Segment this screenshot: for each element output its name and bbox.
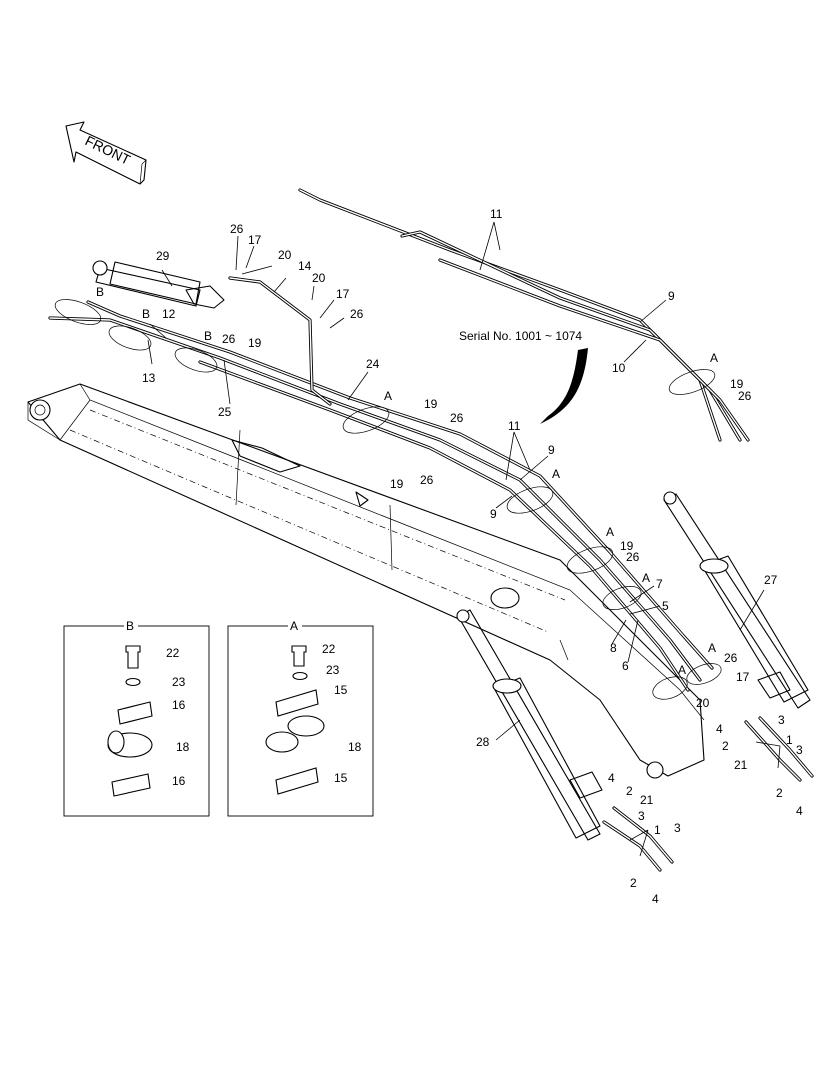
callout-26: 26 (350, 307, 364, 321)
callout-17: 17 (248, 233, 262, 247)
callout-9: 9 (548, 443, 555, 457)
callout-19: 19 (390, 477, 404, 491)
callout-14: 14 (298, 259, 312, 273)
detail-b-part-1: 22 (166, 646, 180, 660)
callout-24: 24 (366, 357, 380, 371)
detail-b-title: B (126, 619, 134, 633)
callout-B: B (142, 307, 150, 321)
callout-26: 26 (626, 550, 640, 564)
callout-29: 29 (156, 249, 170, 263)
callout-3: 3 (674, 821, 681, 835)
callout-2: 2 (630, 876, 637, 890)
callout-B: B (204, 329, 212, 343)
callout-17: 17 (336, 287, 350, 301)
callout-25: 25 (218, 405, 232, 419)
hose-group-middle (48, 276, 722, 700)
callout-7: 7 (656, 577, 663, 591)
detail-b-part-3: 16 (172, 698, 186, 712)
boom-body (27, 383, 705, 779)
cylinder-29 (92, 260, 225, 309)
callout-21: 21 (640, 793, 654, 807)
callout-A: A (384, 389, 392, 403)
callout-A: A (710, 351, 718, 365)
callout-19: 19 (620, 539, 634, 553)
cylinder-27 (663, 491, 811, 709)
serial-arrow: Serial No. 1001 ~ 1074 (459, 329, 588, 424)
callout-20: 20 (696, 696, 710, 710)
callout-13: 13 (142, 371, 156, 385)
callout-8: 8 (610, 641, 617, 655)
callout-21: 21 (734, 758, 748, 772)
callout-A: A (552, 467, 560, 481)
callout-11: 11 (490, 207, 503, 221)
callout-19: 19 (248, 336, 262, 350)
pipes-lower (602, 716, 814, 872)
callout-4: 4 (796, 804, 803, 818)
callout-A: A (642, 571, 650, 585)
callout-20: 20 (278, 248, 292, 262)
callout-17: 17 (736, 670, 750, 684)
detail-a-part-4: 18 (348, 740, 362, 754)
callout-2: 2 (626, 784, 633, 798)
callout-B: B (96, 285, 104, 299)
detail-a-part-2: 23 (326, 663, 340, 677)
callout-11: 11 (508, 419, 521, 433)
callout-3: 3 (778, 713, 785, 727)
callout-19: 19 (730, 377, 744, 391)
detail-b-part-4: 18 (176, 740, 190, 754)
callout-10: 10 (612, 361, 626, 375)
callout-1: 1 (654, 823, 661, 837)
detail-a: A 22 23 15 18 15 (227, 618, 374, 817)
callout-26: 26 (230, 222, 244, 236)
callout-A: A (708, 641, 716, 655)
serial-note: Serial No. 1001 ~ 1074 (459, 329, 582, 343)
front-label: FRONT (83, 132, 134, 168)
callout-26: 26 (724, 651, 738, 665)
callout-A: A (606, 525, 614, 539)
cylinder-28 (456, 609, 603, 841)
hose-group-top (298, 188, 750, 442)
callout-6: 6 (622, 659, 629, 673)
callout-26: 26 (738, 389, 752, 403)
callout-4: 4 (716, 722, 723, 736)
detail-a-part-3: 15 (334, 683, 348, 697)
detail-b: B 22 23 16 18 16 (63, 618, 210, 817)
callout-26: 26 (222, 332, 236, 346)
detail-a-part-5: 15 (334, 771, 348, 785)
callout-9: 9 (668, 289, 675, 303)
callout-26: 26 (420, 473, 434, 487)
callout-12: 12 (162, 307, 176, 321)
detail-b-part-5: 16 (172, 774, 186, 788)
callout-labels: 11 9 10 A 19 26 29 26 17 20 14 20 17 26 … (96, 207, 803, 906)
callout-27: 27 (764, 573, 778, 587)
callout-28: 28 (476, 735, 490, 749)
detail-a-part-1: 22 (322, 642, 336, 656)
callout-3: 3 (796, 743, 803, 757)
detail-b-part-2: 23 (172, 675, 186, 689)
callout-5: 5 (662, 599, 669, 613)
callout-19: 19 (424, 397, 438, 411)
callout-4: 4 (608, 771, 615, 785)
callout-9: 9 (490, 507, 497, 521)
leader-lines (147, 221, 781, 857)
callout-26: 26 (450, 411, 464, 425)
callout-2: 2 (722, 739, 729, 753)
callout-A: A (678, 663, 686, 677)
callout-20: 20 (312, 271, 326, 285)
callout-2: 2 (776, 786, 783, 800)
callout-1: 1 (786, 733, 793, 747)
front-arrow: FRONT (65, 121, 147, 185)
detail-a-title: A (290, 619, 298, 633)
callout-4: 4 (652, 892, 659, 906)
callout-3: 3 (638, 809, 645, 823)
